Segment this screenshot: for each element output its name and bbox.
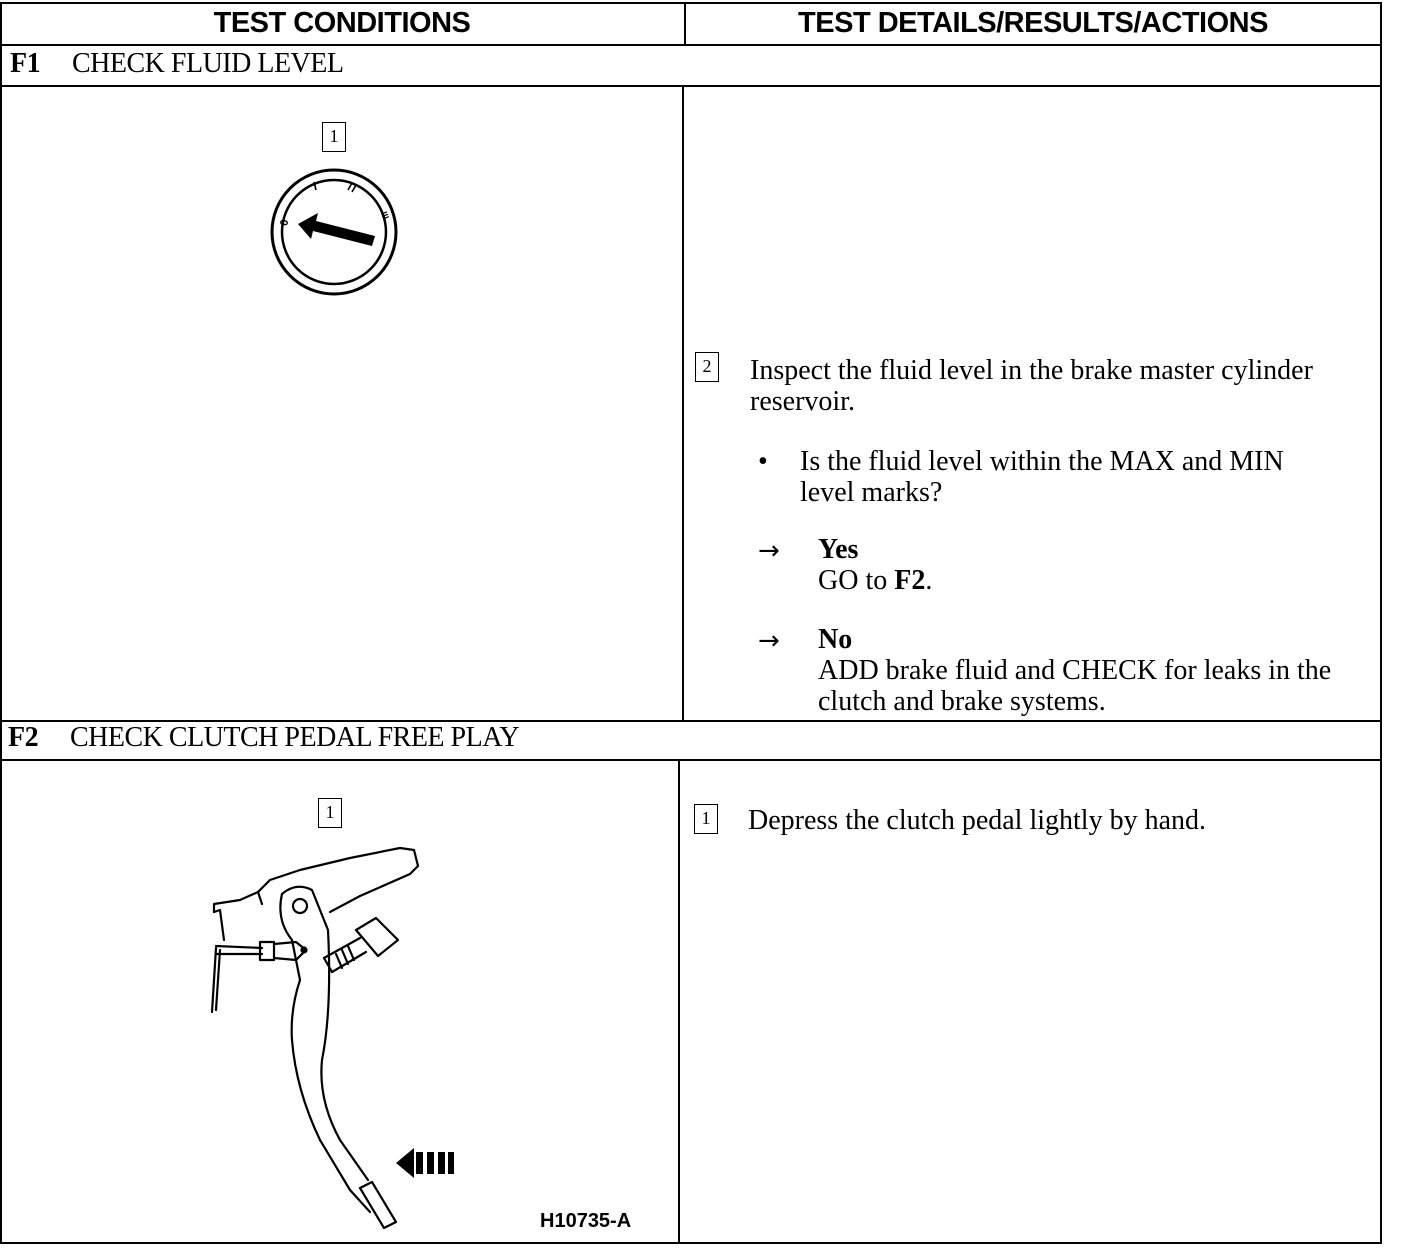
switch-mark-3: III	[379, 210, 391, 220]
f1-no-label: No	[818, 624, 853, 655]
table-right-border	[1380, 2, 1382, 1244]
column-header-test-details: TEST DETAILS/RESULTS/ACTIONS	[798, 7, 1268, 39]
f2-step-text: Depress the clutch pedal lightly by hand…	[748, 805, 1206, 836]
section-f1-title: F1 CHECK FLUID LEVEL	[10, 48, 344, 80]
f1-step-box: 2	[695, 352, 719, 382]
section-f1-id: F1	[10, 48, 41, 79]
section-f2-top-rule	[0, 720, 1382, 722]
f1-yes-action-target: F2	[894, 565, 926, 596]
section-f2-title-text: CHECK CLUTCH PEDAL FREE PLAY	[70, 722, 520, 753]
clutch-pedal-icon	[210, 846, 454, 1230]
f1-no-action: ADD brake fluid and CHECK for leaks in t…	[818, 655, 1332, 717]
section-f1-title-text: CHECK FLUID LEVEL	[72, 48, 344, 79]
header-divider	[684, 2, 686, 44]
section-f1-title-rule	[0, 85, 1382, 87]
f2-figure-label: H10735-A	[540, 1210, 632, 1232]
f1-yes-action: GO to F2.	[818, 565, 932, 596]
f2-figure-step-box: 1	[318, 798, 342, 828]
table-bottom-border	[0, 1242, 1382, 1244]
f1-figure-step-box: 1	[322, 122, 346, 152]
f1-yes-action-suffix: .	[925, 565, 933, 596]
f1-question-text: Is the fluid level within the MAX and MI…	[800, 446, 1284, 508]
f1-question-bullet: •	[758, 446, 768, 477]
table-left-border	[0, 2, 2, 1244]
section-f2-column-divider	[678, 761, 680, 1242]
f1-yes-action-prefix: GO to	[818, 565, 895, 596]
f1-yes-label: Yes	[818, 534, 859, 565]
section-f2-title-rule	[0, 759, 1382, 761]
f1-no-arrow: →	[758, 626, 780, 656]
f1-yes-arrow: →	[758, 536, 780, 566]
column-header-test-conditions: TEST CONDITIONS	[213, 7, 471, 39]
header-bottom-rule	[0, 44, 1382, 46]
section-f2-title: F2 CHECK CLUTCH PEDAL FREE PLAY	[8, 722, 520, 754]
section-f2-id: F2	[8, 722, 39, 753]
f1-step-text: Inspect the fluid level in the brake mas…	[750, 355, 1313, 417]
section-f1-column-divider	[682, 87, 684, 720]
switch-mark-0: 0	[278, 219, 291, 227]
table-top-border	[0, 2, 1382, 4]
ignition-switch-icon: 0 III	[270, 168, 398, 296]
f2-step-box: 1	[694, 804, 718, 834]
